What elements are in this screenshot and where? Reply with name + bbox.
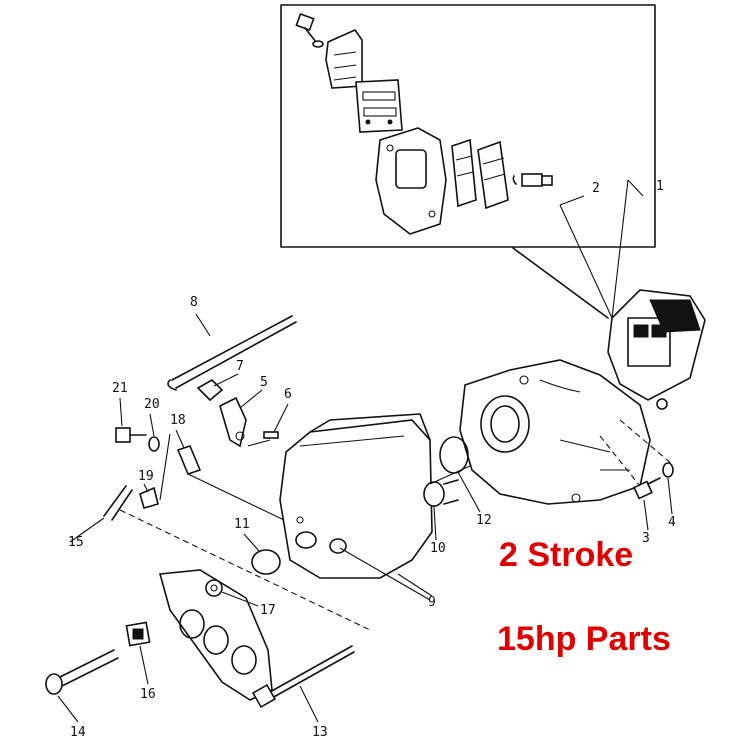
label-13: 13 [312,725,328,740]
inset-reed-body [375,127,447,235]
part-number-labels: 1 2 3 4 5 6 7 8 9 10 11 12 13 14 15 16 1… [68,179,676,740]
label-5: 5 [260,375,268,390]
label-3: 3 [642,531,650,546]
pin-6 [263,431,279,439]
clip-16 [125,621,151,647]
detail-inset-box [280,4,656,248]
label-1: 1 [656,179,664,194]
bolt-3 [633,477,661,500]
label-10: 10 [430,541,446,556]
cap-11 [251,549,281,575]
long-bolt-13 [251,645,355,709]
label-11: 11 [234,517,250,532]
pin-14 [45,649,119,695]
link-7 [196,379,224,402]
label-8: 8 [190,295,198,310]
inset-screw-top [295,12,324,48]
o-ring-12 [439,436,469,474]
caption-15hp-parts: 15hp Parts [497,620,671,658]
label-7: 7 [236,359,244,374]
bracket-19 [139,486,159,509]
inset-screw-side [512,173,553,187]
label-17: 17 [260,603,276,618]
reed-valve-assembly [607,289,706,410]
label-4: 4 [668,515,676,530]
washer-4 [662,462,674,478]
label-18: 18 [170,413,186,428]
link-18 [176,445,202,475]
label-6: 6 [284,387,292,402]
label-20: 20 [144,397,160,412]
grommet-10 [423,479,459,507]
hose-8 [167,315,297,391]
caption-2-stroke: 2 Stroke [499,536,634,574]
washer-20 [148,436,160,452]
label-12: 12 [476,513,492,528]
grommet-17 [205,579,223,597]
hose-15 [103,485,133,521]
label-15: 15 [68,535,84,550]
inset-stopper-plate [325,29,363,89]
lever-5 [219,396,247,448]
label-9: 9 [428,595,436,610]
screw-21 [115,427,147,443]
intake-silencer-9 [279,413,433,579]
label-14: 14 [70,725,86,740]
inset-reed-petals [355,79,403,133]
label-16: 16 [140,687,156,702]
label-19: 19 [138,469,154,484]
inset-reed-pair [451,138,509,210]
label-21: 21 [112,381,128,396]
label-2: 2 [592,181,600,196]
